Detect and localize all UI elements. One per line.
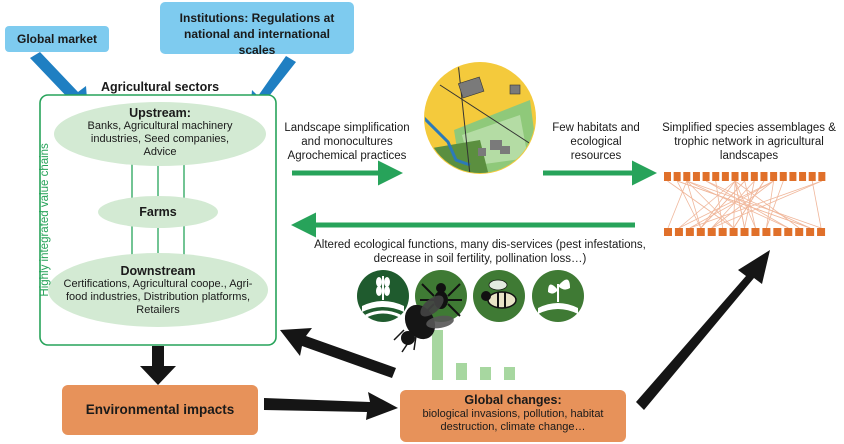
global-changes-box	[400, 390, 626, 442]
network-link	[715, 180, 724, 229]
network-node-top	[702, 172, 710, 181]
institutions-label: Institutions: Regulations at national an…	[179, 11, 335, 58]
network-link	[686, 180, 789, 229]
network-node-bottom	[674, 228, 683, 236]
network-link	[667, 180, 734, 229]
arrow-sectors-to-impacts	[140, 346, 176, 385]
species-text: Simplified species assemblages & trophic…	[662, 122, 836, 162]
network-link	[686, 180, 702, 229]
network-link	[734, 180, 800, 229]
habitats-text: Few habitats and ecological resources	[552, 122, 640, 162]
network-node-top	[789, 172, 797, 181]
network-link	[766, 180, 775, 229]
network-node-top	[673, 172, 681, 181]
network-node-bottom	[707, 228, 716, 236]
global-market-label: Global market	[16, 32, 98, 46]
sectors-title: Agricultural sectors	[100, 80, 220, 94]
network-node-top	[741, 172, 749, 181]
network-link	[678, 180, 774, 229]
network-node-bottom	[664, 228, 672, 236]
network-node-bottom	[806, 228, 815, 236]
upstream-title: Upstream:	[129, 106, 191, 120]
wheat-field-icon	[357, 270, 409, 322]
network-link	[734, 180, 756, 229]
upstream-body: Banks, Agricultural machinery industries…	[87, 120, 233, 159]
arrow-changes-to-network	[636, 250, 770, 410]
environmental-impacts-label: Environmental impacts	[85, 402, 235, 417]
network-link	[744, 180, 756, 229]
network-node-bottom	[762, 228, 771, 236]
downstream-body: Certifications, Agricultural coope., Agr…	[63, 278, 253, 317]
network-node-top	[692, 172, 700, 181]
network-node-top	[760, 172, 768, 181]
farms-label: Farms	[139, 205, 177, 219]
farms-ellipse	[98, 196, 218, 228]
value-chains-label: Highly integrated value chains	[39, 143, 52, 297]
network-node-top	[731, 172, 739, 181]
network-link	[766, 180, 784, 229]
network-link	[734, 180, 745, 229]
network-link	[700, 180, 745, 229]
network-link	[705, 180, 811, 229]
upstream-ellipse	[54, 102, 266, 166]
network-node-top	[750, 172, 758, 181]
network-link	[686, 180, 822, 229]
network-link	[733, 180, 736, 229]
downstream-title: Downstream	[120, 264, 196, 278]
network-link	[733, 180, 765, 229]
downstream-ellipse	[48, 253, 268, 327]
network-node-top	[712, 172, 720, 181]
network-link	[711, 180, 755, 229]
network-node-bottom	[795, 228, 804, 236]
arrow-changes-to-sectors	[280, 328, 396, 378]
network-node-top	[779, 172, 787, 181]
network-node-top	[721, 172, 729, 181]
global-market-box	[5, 26, 109, 52]
network-link	[811, 180, 822, 229]
institutions-box	[160, 2, 354, 54]
network-link	[689, 180, 774, 229]
functions-text: Altered ecological functions, many dis-s…	[314, 239, 646, 265]
network-link	[705, 180, 789, 229]
network-link	[744, 180, 755, 229]
network-node-bottom	[784, 228, 793, 236]
network-link	[678, 180, 736, 229]
network-link	[700, 180, 736, 229]
bee-icon	[473, 270, 525, 322]
network-link	[676, 180, 702, 229]
network-node-top	[770, 172, 778, 181]
network-link	[667, 180, 688, 229]
network-link	[689, 180, 822, 229]
network-node-bottom	[817, 228, 826, 236]
network-node-bottom	[685, 228, 694, 236]
bar-decline-icon	[432, 330, 515, 380]
network-node-bottom	[696, 228, 705, 236]
network-node-top	[799, 172, 807, 181]
trophic-network-icon	[664, 172, 826, 236]
landscape-map-icon	[424, 62, 536, 174]
network-node-bottom	[718, 228, 727, 236]
global-changes-title: Global changes:	[464, 393, 562, 407]
environmental-impacts-box	[62, 385, 258, 435]
network-node-bottom	[773, 228, 782, 236]
landscape-text: Landscape simplification and monoculture…	[284, 122, 410, 162]
network-node-bottom	[729, 228, 738, 236]
network-node-top	[683, 172, 691, 181]
fly-icon	[393, 295, 454, 353]
network-node-top	[664, 172, 671, 181]
network-node-top	[818, 172, 826, 181]
network-node-bottom	[751, 228, 760, 236]
arrow-impacts-to-changes	[264, 392, 398, 420]
sprout-icon	[532, 270, 584, 322]
network-node-top	[808, 172, 816, 181]
network-link	[686, 180, 734, 229]
global-changes-body: biological invasions, pollution, habitat…	[422, 408, 604, 434]
network-node-bottom	[740, 228, 749, 236]
